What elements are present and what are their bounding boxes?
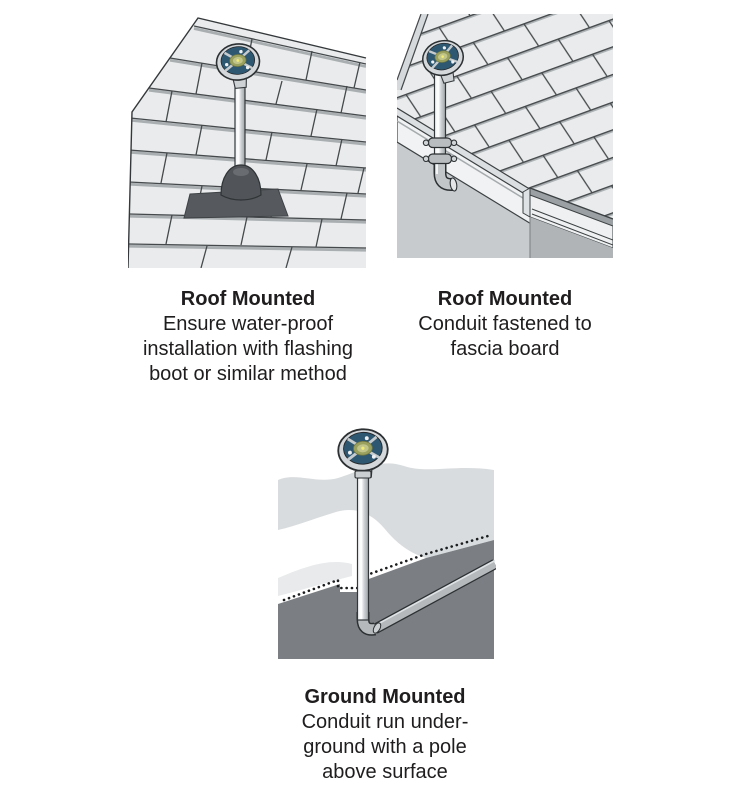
figure-description-line: Ensure water-proof — [162, 313, 334, 335]
gutter — [522, 187, 613, 249]
roof-edge-outline — [128, 17, 367, 269]
flashing-boot — [220, 164, 262, 201]
caption-roof-fascia: Roof Mounted Conduit fastened to fascia … — [385, 287, 625, 362]
figure-description-line: Conduit fastened to — [418, 313, 592, 335]
sensor-head — [421, 39, 465, 84]
figure-description-line: installation with flashing — [142, 338, 354, 360]
ground-light-band — [278, 561, 352, 596]
ground-cutaway — [278, 463, 494, 659]
conduit-clamp — [422, 137, 458, 149]
sky-cloud-band — [278, 463, 494, 558]
figure-description-line: boot or similar method — [149, 363, 347, 385]
figure-description-line: ground with a pole — [303, 736, 467, 758]
rake-edge-trim — [397, 14, 429, 91]
figure-title: Ground Mounted — [304, 686, 466, 708]
mounting-pole — [234, 85, 246, 171]
roof-flashing-illustration — [128, 17, 367, 269]
underground-conduit — [372, 559, 496, 634]
figure-title: Roof Mounted — [437, 288, 573, 310]
sensor-head — [215, 43, 261, 90]
underground-region — [278, 540, 494, 659]
caption-roof-flashing: Roof Mounted Ensure water-proof installa… — [108, 287, 388, 387]
ground-mount-illustration — [278, 428, 496, 659]
pole-collar — [354, 470, 372, 479]
conduit-assembly — [422, 73, 458, 192]
caption-ground-mounted: Ground Mounted Conduit run under- ground… — [265, 685, 505, 785]
gutter-end-cap — [522, 187, 531, 218]
wall-corner-shadow — [530, 217, 613, 258]
shingle-course-lines — [128, 25, 366, 249]
figure-description-line: above surface — [322, 761, 448, 783]
conduit-clamp — [422, 153, 458, 165]
shingle-course-shadows — [128, 27, 366, 252]
surface-dotted-line — [282, 534, 490, 602]
figure-title: Roof Mounted — [180, 288, 316, 310]
figure-description-line: Conduit run under- — [301, 711, 469, 733]
mounting-pole — [356, 473, 370, 621]
figure-description-line: fascia board — [450, 338, 560, 360]
fascia-mount-illustration — [397, 14, 613, 258]
conduit-elbow — [433, 164, 458, 192]
sensor-head — [337, 428, 389, 479]
